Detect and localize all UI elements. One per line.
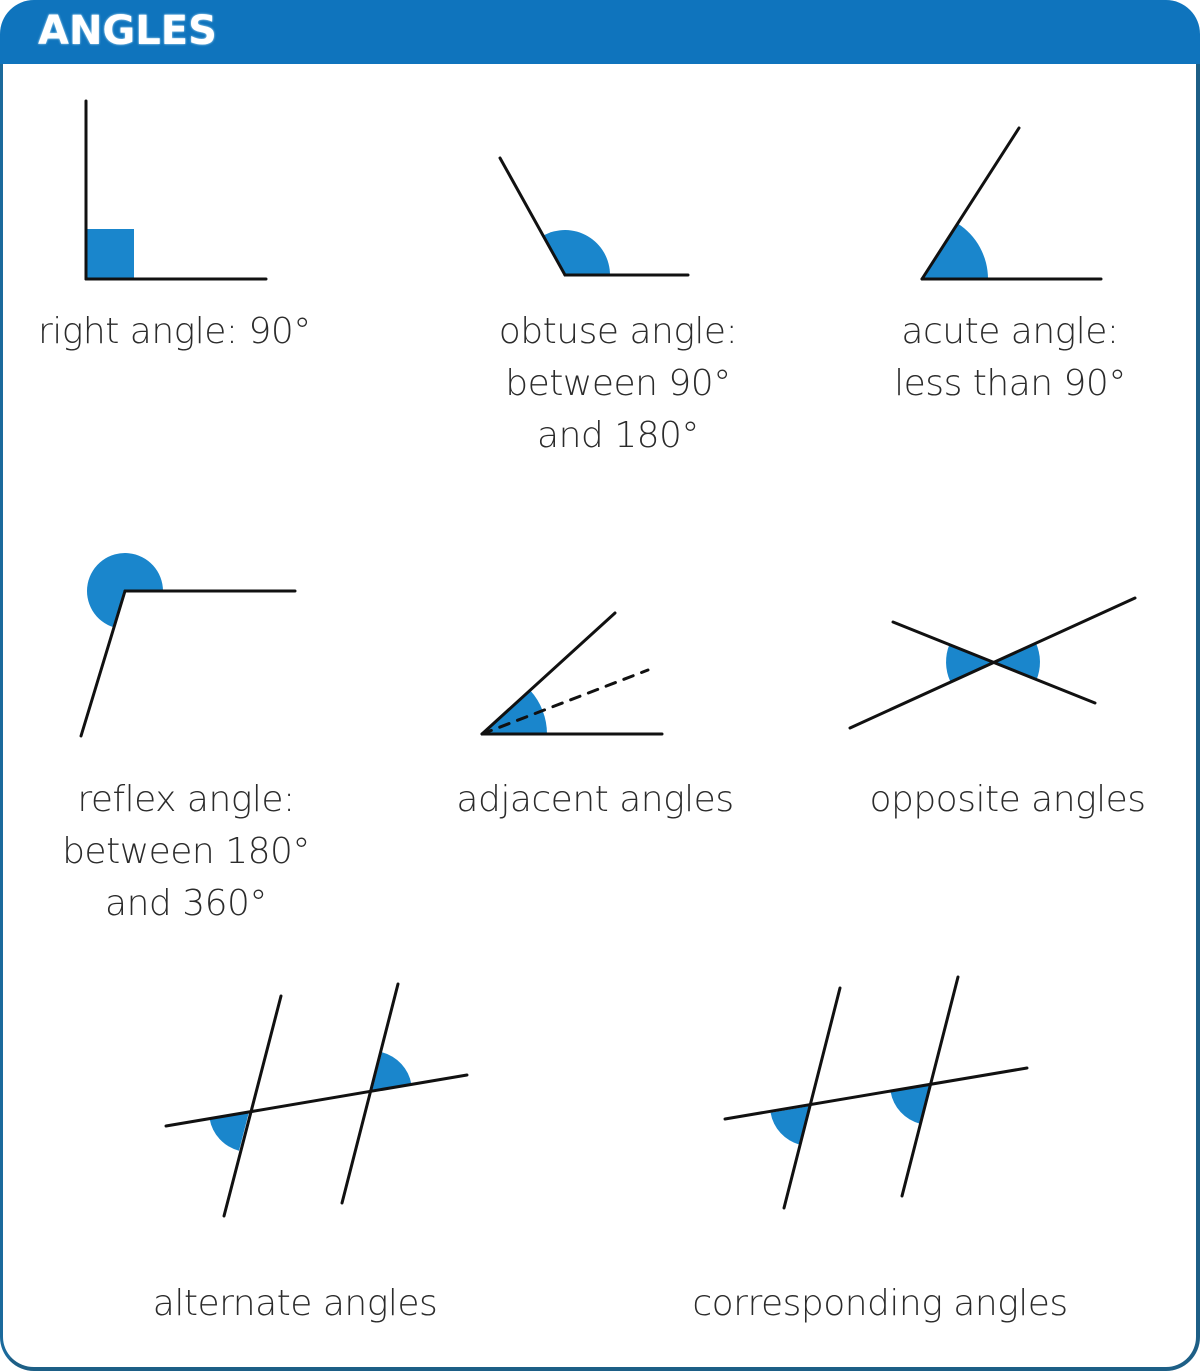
label-line: opposite angles — [869, 779, 1146, 820]
title-bar: ANGLES — [0, 0, 1200, 64]
reflex-angle-label: reflex angle: between 180° and 360° — [36, 774, 336, 930]
label-line: alternate angles — [152, 1283, 438, 1324]
opposite-angle-arc-left — [946, 644, 993, 682]
label-line: acute angle: — [901, 311, 1119, 352]
label-line: and 360° — [105, 883, 267, 924]
acute-angle-diagram — [920, 126, 1103, 281]
label-line: right angle: 90° — [38, 311, 311, 352]
adjacent-angles-arc — [482, 690, 547, 734]
alternate-angle-arc-2 — [372, 1052, 412, 1091]
right-angle-marker — [86, 229, 134, 279]
label-line: and 180° — [537, 415, 699, 456]
page-title: ANGLES — [38, 8, 217, 54]
obtuse-angle-label: obtuse angle: between 90° and 180° — [468, 306, 768, 462]
opposite-angles-label: opposite angles — [845, 774, 1170, 826]
label-line: adjacent angles — [456, 779, 734, 820]
right-angle-label: right angle: 90° — [38, 306, 311, 358]
alternate-angles-label: alternate angles — [130, 1278, 460, 1330]
corresponding-angles-label: corresponding angles — [660, 1278, 1100, 1330]
adjacent-angles-diagram — [480, 611, 664, 736]
acute-angle-label: acute angle: less than 90° — [860, 306, 1160, 410]
corresponding-angle-arc-1 — [770, 1106, 810, 1145]
label-line: between 180° — [62, 831, 310, 872]
corresponding-angle-arc-2 — [890, 1085, 930, 1124]
opposite-angles-diagram — [848, 596, 1137, 730]
obtuse-angle-diagram — [498, 156, 690, 277]
label-line: less than 90° — [894, 363, 1126, 404]
label-line: obtuse angle: — [498, 311, 738, 352]
acute-angle-arc — [922, 223, 988, 279]
label-line: corresponding angles — [692, 1283, 1068, 1324]
reflex-angle-diagram — [79, 553, 297, 738]
label-line: reflex angle: — [77, 779, 295, 820]
label-line: between 90° — [505, 363, 731, 404]
alternate-angles-diagram — [164, 982, 469, 1218]
alternate-angle-arc-1 — [209, 1112, 249, 1151]
dashed-divider-line — [480, 668, 650, 736]
adjacent-angles-label: adjacent angles — [430, 774, 760, 826]
right-angle-diagram — [84, 99, 268, 281]
corresponding-angles-diagram — [723, 975, 1029, 1210]
opposite-angle-arc-right — [993, 642, 1040, 680]
